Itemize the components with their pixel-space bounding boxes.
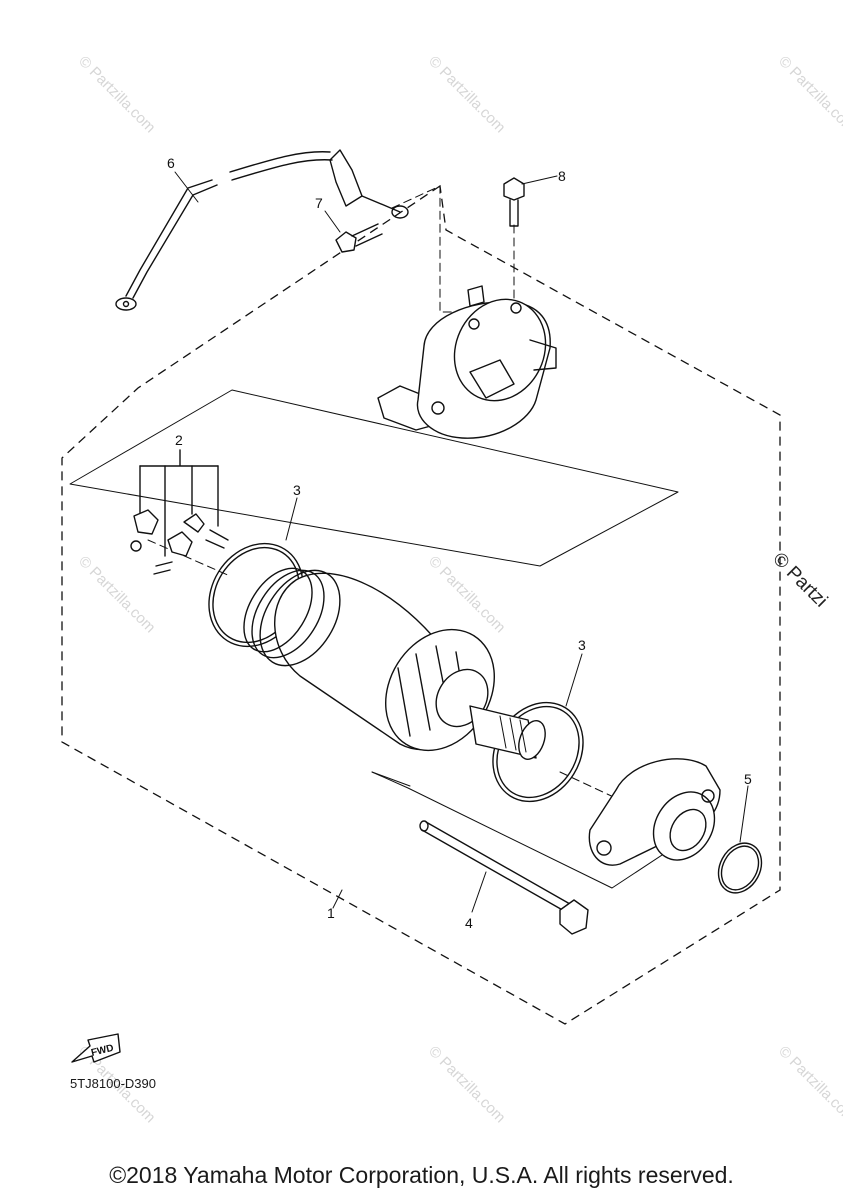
callout-3-right: 3 [578,637,586,653]
callout-1: 1 [327,905,335,921]
front-cover [588,758,721,866]
watermark-1: © Partzilla.com [75,53,158,136]
callout-leaders [174,171,749,913]
diagram-code: 5TJ8100-D390 [70,1076,156,1091]
callout-7: 7 [315,195,323,211]
bolt-8 [503,177,525,227]
leader-7-to-housing [391,185,477,313]
starter-housing [377,285,557,439]
watermark-8: © Partzilla.com [775,1043,843,1126]
upper-plane [69,389,679,567]
watermark-side: © Partzi [768,549,831,612]
o-ring-5 [717,842,763,894]
o-ring-5-inner [720,845,760,891]
lower-plane [371,771,701,889]
callout-4: 4 [465,915,473,931]
fwd-label: FWD [90,1043,115,1059]
callout-5: 5 [744,771,752,787]
through-bolt-4 [419,820,589,935]
assembly-boundary [61,184,781,1025]
copyright-notice: ©2018 Yamaha Motor Corporation, U.S.A. A… [109,1162,734,1188]
watermark-4: © Partzilla.com [75,553,158,636]
watermark-2: © Partzilla.com [425,53,508,136]
leader-2-to-motor [147,539,231,577]
fwd-arrow-icon: FWD [71,1033,121,1063]
callout-2: 2 [175,432,183,448]
callout-6: 6 [167,155,175,171]
starter-cable [115,149,409,311]
bolt-7 [335,223,383,253]
leader-shaft-to-cover [559,771,621,801]
armature-shaft [469,705,546,760]
watermark-5: © Partzilla.com [425,553,508,636]
brush-set [130,449,229,575]
lower-plane-left [371,771,411,787]
watermark-7: © Partzilla.com [425,1043,508,1126]
watermark-3: © Partzilla.com [775,53,843,136]
callout-3-left: 3 [293,482,301,498]
starter-motor-yoke [243,567,495,752]
callout-8: 8 [558,168,566,184]
